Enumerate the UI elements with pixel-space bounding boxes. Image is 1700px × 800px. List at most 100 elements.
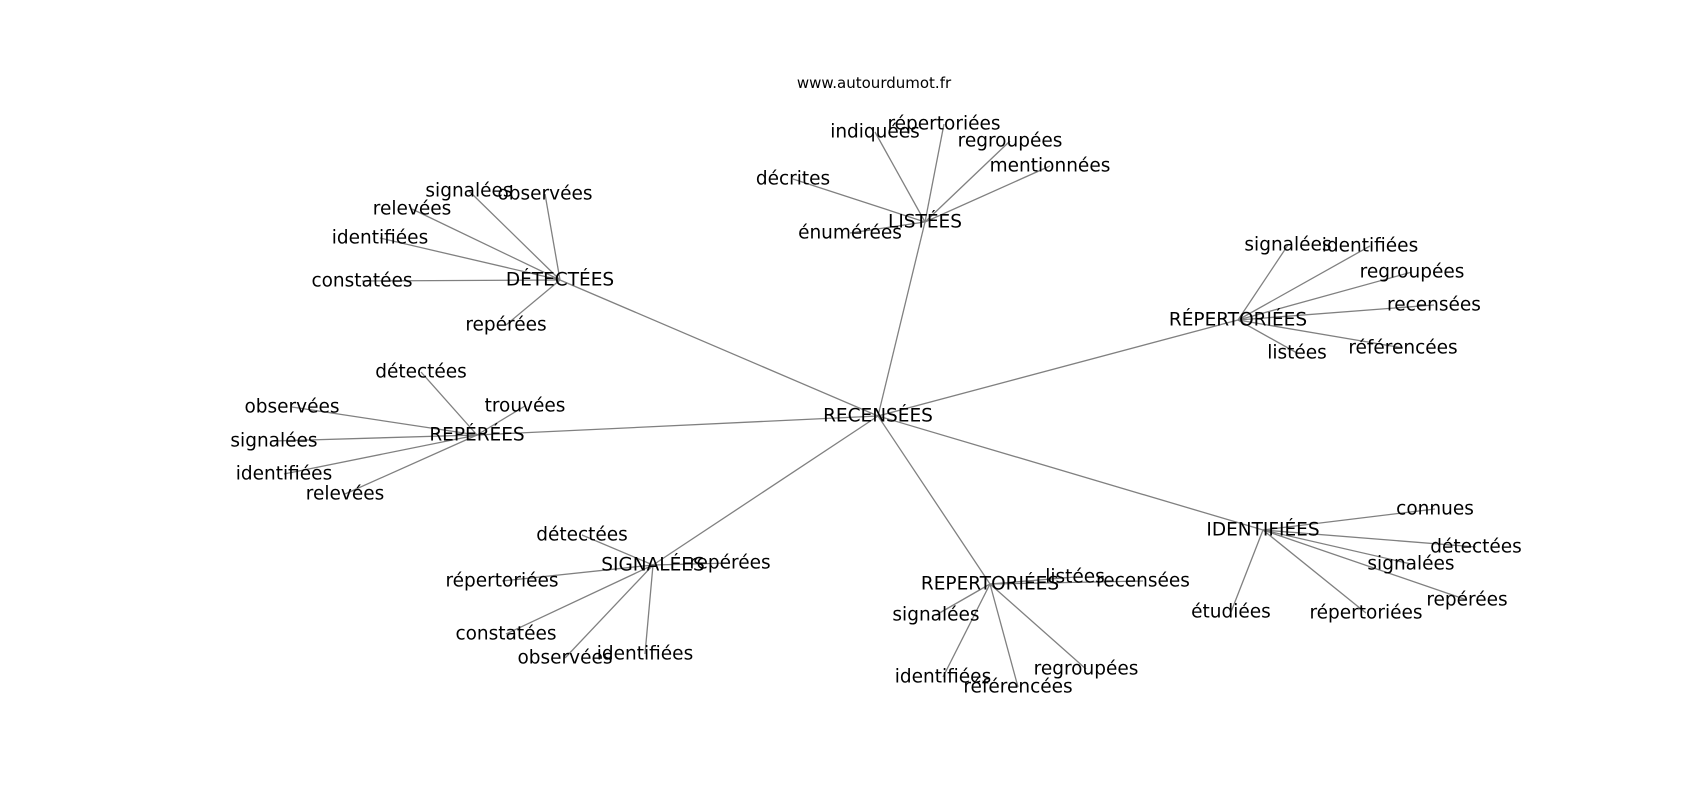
leaf-node: recensées xyxy=(1387,295,1481,316)
leaf-node: repérées xyxy=(465,315,546,336)
leaf-node: listées xyxy=(1045,567,1105,588)
leaf-node: signalées xyxy=(1367,554,1454,575)
leaf-node: identifiées xyxy=(597,644,693,665)
edge-group-to-leaf xyxy=(564,564,654,659)
edge-group-to-leaf xyxy=(476,405,526,436)
leaf-node: recensées xyxy=(1096,571,1190,592)
edge-group-to-leaf xyxy=(505,564,654,635)
edge-group-to-leaf xyxy=(1237,319,1404,349)
edge-group-to-leaf xyxy=(1237,304,1435,321)
site-url: www.autourdumot.fr xyxy=(797,74,952,92)
leaf-node: signalées xyxy=(425,181,512,202)
leaf-node: étudiées xyxy=(1191,602,1271,623)
edge-group-to-leaf xyxy=(1237,271,1413,321)
group-node: DÉTECTÉES xyxy=(506,269,614,291)
edge-group-to-leaf xyxy=(1237,244,1289,321)
edge-group-to-leaf xyxy=(935,583,991,616)
edge-group-to-leaf xyxy=(379,237,561,281)
edge-center-to-group xyxy=(559,279,879,417)
edge-group-to-leaf xyxy=(420,371,478,436)
leaf-node: observées xyxy=(497,184,592,205)
leaf-node: référencées xyxy=(1348,338,1457,359)
leaf-node: référencées xyxy=(963,677,1072,698)
leaf-node: indiquées xyxy=(830,122,920,143)
edge-group-to-leaf xyxy=(989,583,1087,670)
edge-group-to-leaf xyxy=(1237,245,1371,321)
edge-center-to-group xyxy=(476,415,879,436)
leaf-node: énumérées xyxy=(798,223,902,244)
edge-center-to-group xyxy=(877,319,1239,417)
edge-center-to-group xyxy=(877,415,1264,531)
leaf-node: repérées xyxy=(1426,590,1507,611)
group-node: IDENTIFIÉES xyxy=(1206,519,1319,541)
leaf-node: observées xyxy=(244,397,339,418)
edge-group-to-leaf xyxy=(849,221,926,234)
edge-group-to-leaf xyxy=(874,131,926,223)
edge-group-to-leaf xyxy=(1237,319,1298,354)
leaf-node: répertoriées xyxy=(1309,603,1422,624)
center-node: RECENSÉES xyxy=(823,405,933,427)
edge-group-to-leaf xyxy=(1262,529,1468,601)
leaf-node: signalées xyxy=(230,431,317,452)
leaf-node: observées xyxy=(517,648,612,669)
edge-group-to-leaf xyxy=(1262,508,1436,531)
edge-group-to-leaf xyxy=(942,583,991,678)
edge-center-to-group xyxy=(877,415,991,585)
edge-group-to-leaf xyxy=(581,534,654,566)
leaf-node: détectées xyxy=(536,525,628,546)
edge-group-to-leaf xyxy=(652,562,731,566)
graph-labels: www.autourdumot.fr RECENSÉES LISTÉES décri… xyxy=(230,74,1521,698)
edge-group-to-leaf xyxy=(273,434,478,442)
edge-group-to-leaf xyxy=(505,279,561,326)
edge-group-to-leaf xyxy=(924,123,945,223)
leaf-node: identifiées xyxy=(895,667,991,688)
edge-group-to-leaf xyxy=(411,208,561,281)
leaf-node: connues xyxy=(1396,499,1474,520)
edge-group-to-leaf xyxy=(1262,529,1477,548)
edge-group-to-leaf xyxy=(1230,529,1264,613)
leaf-node: constatées xyxy=(455,624,556,645)
edge-center-to-group xyxy=(877,221,926,417)
leaf-node: repérées xyxy=(689,553,770,574)
leaf-node: répertoriées xyxy=(887,114,1000,135)
leaf-node: répertoriées xyxy=(445,571,558,592)
edge-group-to-leaf xyxy=(1262,529,1367,614)
graph-edges xyxy=(273,123,1477,688)
edge-group-to-leaf xyxy=(344,434,478,495)
leaf-node: signalées xyxy=(1244,235,1331,256)
group-node: SIGNALÉES xyxy=(601,554,704,576)
leaf-node: signalées xyxy=(892,605,979,626)
edge-group-to-leaf xyxy=(544,193,561,281)
leaf-node: constatées xyxy=(311,271,412,292)
group-node: LISTÉES xyxy=(888,211,962,233)
group-node: REPERTORIÉES xyxy=(921,573,1059,595)
group-node: REPÉRÉES xyxy=(429,424,524,446)
leaf-node: regroupées xyxy=(958,131,1063,152)
edge-group-to-leaf xyxy=(361,279,561,282)
leaf-node: regroupées xyxy=(1034,659,1139,680)
edge-group-to-leaf xyxy=(283,434,478,475)
edge-group-to-leaf xyxy=(924,140,1011,223)
leaf-node: détectées xyxy=(1430,537,1522,558)
edge-group-to-leaf xyxy=(989,583,1019,688)
leaf-node: identifiées xyxy=(236,464,332,485)
edge-group-to-leaf xyxy=(989,580,1144,585)
group-node: RÉPERTORIÉES xyxy=(1169,309,1307,331)
edge-group-to-leaf xyxy=(792,178,926,223)
leaf-node: relevées xyxy=(373,199,451,220)
leaf-node: identifiées xyxy=(1322,236,1418,257)
edge-group-to-leaf xyxy=(501,564,654,582)
leaf-node: détectées xyxy=(375,362,467,383)
leaf-node: mentionnées xyxy=(990,156,1111,177)
leaf-node: décrites xyxy=(756,169,830,190)
edge-group-to-leaf xyxy=(924,165,1051,223)
edge-group-to-leaf xyxy=(1262,529,1412,565)
edge-center-to-group xyxy=(652,415,879,566)
leaf-node: trouvées xyxy=(485,396,566,417)
leaf-node: regroupées xyxy=(1360,262,1465,283)
edge-group-to-leaf xyxy=(468,190,561,281)
leaf-node: identifiées xyxy=(332,228,428,249)
edge-group-to-leaf xyxy=(989,576,1076,585)
leaf-node: relevées xyxy=(306,484,384,505)
